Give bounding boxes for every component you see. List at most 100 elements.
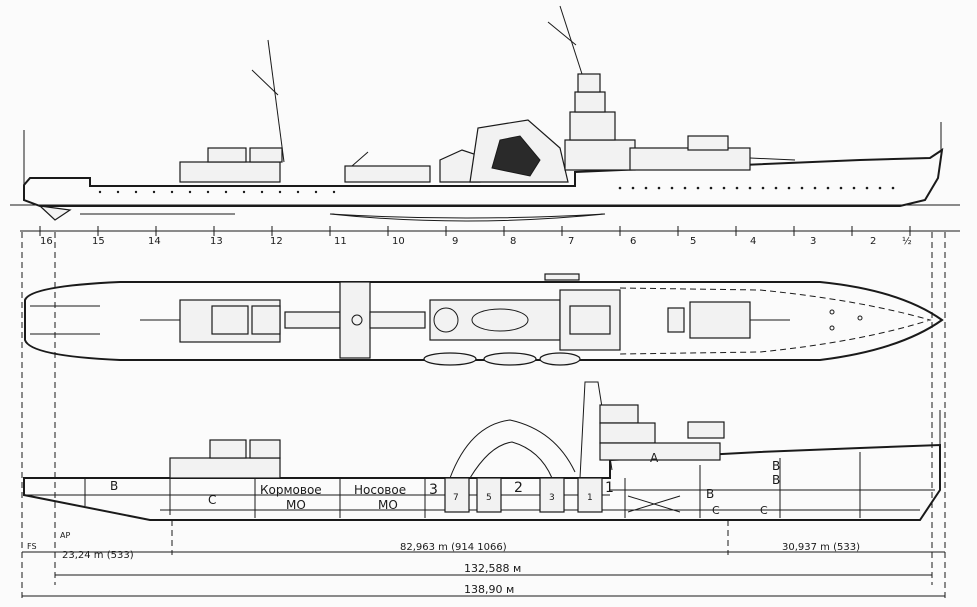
- fore-mast-yard: [547, 21, 577, 46]
- porthole: [206, 190, 210, 194]
- porthole: [709, 186, 713, 190]
- plan-view: [24, 273, 944, 366]
- porthole: [188, 190, 192, 194]
- dim-fwd: 30,937 m (533): [782, 542, 860, 553]
- label-boiler-5: 5: [486, 493, 492, 503]
- porthole: [878, 186, 882, 190]
- frame-number: 3: [810, 236, 816, 247]
- uptake-outer: [449, 419, 576, 479]
- label-kormovoe-mo: Кормовое: [260, 483, 322, 497]
- porthole: [242, 190, 246, 194]
- porthole: [813, 186, 817, 190]
- label-c-fwd: C: [760, 504, 768, 517]
- bridge-top: [577, 73, 601, 93]
- plan-fwd-deckhouse: [667, 307, 685, 333]
- midship-deckhouse: [344, 165, 431, 183]
- dim-aft: 23,24 m (533): [62, 550, 134, 561]
- bridge-base: [564, 139, 636, 171]
- porthole: [839, 186, 843, 190]
- porthole: [865, 186, 869, 190]
- boiler-3: [539, 477, 565, 513]
- boiler-1: [577, 477, 603, 513]
- aft-deckhouse: [179, 161, 281, 183]
- porthole: [152, 190, 156, 194]
- porthole: [170, 190, 174, 194]
- label-ap: AP: [60, 531, 70, 540]
- porthole: [314, 190, 318, 194]
- frame-ticks: [39, 226, 911, 236]
- fwd-deckhouse: [629, 147, 751, 171]
- label-kormovoe-mo-2: МО: [286, 498, 306, 512]
- frame-number: 11: [334, 236, 347, 247]
- porthole: [696, 186, 700, 190]
- frame-number: 2: [870, 236, 876, 247]
- plan-boat-4: [544, 273, 580, 281]
- inboard-aft-turret-2: [249, 439, 281, 459]
- label-nosovoe-mo: Носовое: [354, 483, 406, 497]
- label-b-fwd-1: B: [772, 459, 780, 473]
- porthole: [748, 186, 752, 190]
- plan-funnel-deck: [429, 299, 561, 341]
- profile-view: 16 15 14 13 12 11 10 9 8 7 6 5 4 3 2 ½: [10, 5, 960, 247]
- porthole: [296, 190, 300, 194]
- propeller: [38, 205, 72, 221]
- plan-funnel-aft: [433, 307, 459, 333]
- inboard-aft-house: [169, 457, 281, 479]
- plan-bridge-top: [569, 305, 611, 335]
- stern-walk: [30, 305, 100, 335]
- bilge-keel: [329, 213, 606, 222]
- plan-bollard: [829, 325, 835, 331]
- label-nosovoe-mo-2: МО: [378, 498, 398, 512]
- plan-searchlight: [351, 314, 363, 326]
- frame-number: ½: [902, 235, 912, 247]
- frame-number: 9: [452, 236, 458, 247]
- frame-number: 5: [690, 236, 696, 247]
- frame-number: 16: [40, 236, 53, 247]
- plan-hull: [24, 281, 944, 361]
- dim-lpp: 132,588 м: [464, 562, 521, 575]
- porthole: [683, 186, 687, 190]
- dim-mid: 82,963 m (914 1066): [400, 542, 507, 553]
- bridge-level-2: [569, 111, 616, 141]
- porthole: [787, 186, 791, 190]
- aft-turret-2: [249, 147, 283, 163]
- plan-fwd-turret: [689, 301, 751, 339]
- label-b-mid: B: [706, 487, 714, 501]
- funnel-shading: [491, 135, 541, 177]
- aa-gun: [351, 151, 369, 167]
- label-a: A: [650, 451, 659, 465]
- porthole: [618, 186, 622, 190]
- fwd-turret-1: [687, 135, 729, 151]
- label-room-2: 2: [514, 480, 523, 496]
- frame-number: 8: [510, 236, 516, 247]
- porthole: [224, 190, 228, 194]
- profile-portholes: [98, 186, 895, 194]
- frame-number: 4: [750, 236, 756, 247]
- main-mast-yard: [251, 69, 279, 96]
- boiler-7: [444, 477, 470, 513]
- boiler-5: [476, 477, 502, 513]
- frame-number: 13: [210, 236, 223, 247]
- fwd-gun-barrel: [749, 157, 796, 161]
- label-boiler-7: 7: [453, 493, 459, 503]
- plan-boat-3: [539, 352, 581, 366]
- plan-midship-house: [339, 281, 371, 359]
- porthole: [800, 186, 804, 190]
- plan-bollard: [829, 309, 835, 315]
- porthole: [278, 190, 282, 194]
- porthole: [735, 186, 739, 190]
- frame-number: 12: [270, 236, 283, 247]
- magazine-cross: [627, 495, 681, 513]
- inboard-profile: Кормовое МО Носовое МО 3 7 5 2 3 1 1 B C…: [23, 381, 941, 521]
- label-boiler-3: 3: [549, 493, 555, 503]
- label-c-mid: C: [712, 504, 720, 517]
- frame-number: 6: [630, 236, 636, 247]
- fore-mast: [559, 5, 583, 75]
- bridge-level-3: [574, 91, 606, 113]
- inboard-aft-turret-1: [209, 439, 247, 459]
- profile-hull: [23, 147, 944, 207]
- porthole: [644, 186, 648, 190]
- label-b-aft: B: [110, 479, 118, 493]
